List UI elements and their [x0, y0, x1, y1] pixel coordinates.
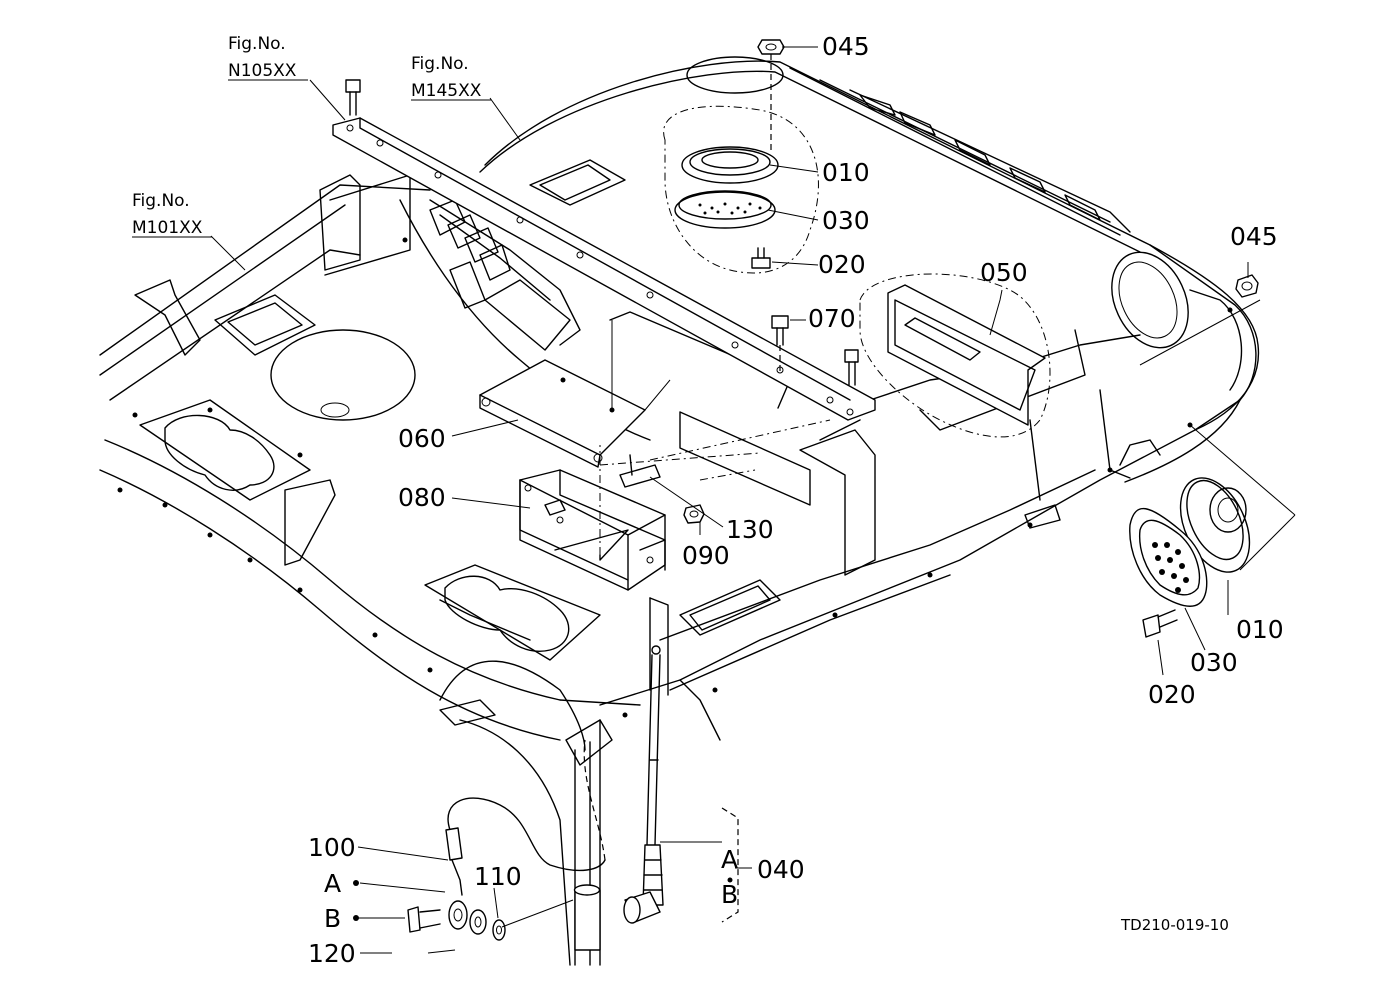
callout-dot-ab [727, 877, 733, 883]
fig-ref-n105-line1: Fig.No. [228, 34, 286, 54]
radio-mounting-plate-060 [479, 320, 671, 468]
antenna-040 [573, 645, 664, 951]
fig-ref-m101-line2: M101XX [132, 218, 203, 238]
label-020-top: 020 [818, 250, 866, 279]
callout-dot-a [353, 880, 359, 886]
rear-rail-slots [859, 94, 1101, 221]
callout-dot-b [353, 915, 359, 921]
label-110: 110 [474, 862, 522, 891]
fig-ref-m101-line1: Fig.No. [132, 191, 190, 211]
top-speaker-group [663, 39, 819, 274]
label-120: 120 [308, 939, 356, 968]
label-080: 080 [398, 483, 446, 512]
rail-bolt-right [844, 349, 859, 386]
fig-ref-n105-line2: N105XX [228, 61, 297, 81]
bolt-070 [771, 315, 789, 375]
label-045-top: 045 [822, 32, 870, 61]
radio-bracket-080 [519, 454, 705, 591]
label-020-right: 020 [1148, 680, 1196, 709]
callout-b-left: B [324, 904, 341, 933]
grille-dots-top [698, 202, 762, 215]
dome-light-housing-front [424, 564, 601, 661]
label-130: 130 [726, 515, 774, 544]
label-050: 050 [980, 258, 1028, 287]
rail-bolt-left [345, 79, 361, 116]
fig-ref-m145-line2: M145XX [411, 81, 482, 101]
label-045-right: 045 [1230, 222, 1278, 251]
leader-lines [210, 46, 1249, 954]
grille-holes-right [1152, 542, 1189, 593]
fig-ref-m145-line1: Fig.No. [411, 54, 469, 74]
antenna-cable-100 [407, 599, 606, 941]
label-040: 040 [757, 855, 805, 884]
callout-b-right: B [721, 880, 738, 909]
dome-lamp-050 [859, 273, 1051, 438]
dome-light-housing-left [139, 399, 311, 501]
drawing-code: TD210-019-10 [1120, 916, 1229, 934]
label-070: 070 [808, 304, 856, 333]
label-010-top: 010 [822, 158, 870, 187]
side-speaker-group [1129, 274, 1296, 638]
rear-rail-bar [332, 117, 876, 421]
label-030-top: 030 [822, 206, 870, 235]
callout-a-left: A [324, 869, 341, 898]
rivets [117, 179, 1233, 718]
label-010-right: 010 [1236, 615, 1284, 644]
label-090: 090 [682, 541, 730, 570]
label-100: 100 [308, 833, 356, 862]
label-030-right: 030 [1190, 648, 1238, 677]
callout-a-right: A [721, 845, 738, 874]
headliner-body [99, 56, 1260, 966]
label-060: 060 [398, 424, 446, 453]
